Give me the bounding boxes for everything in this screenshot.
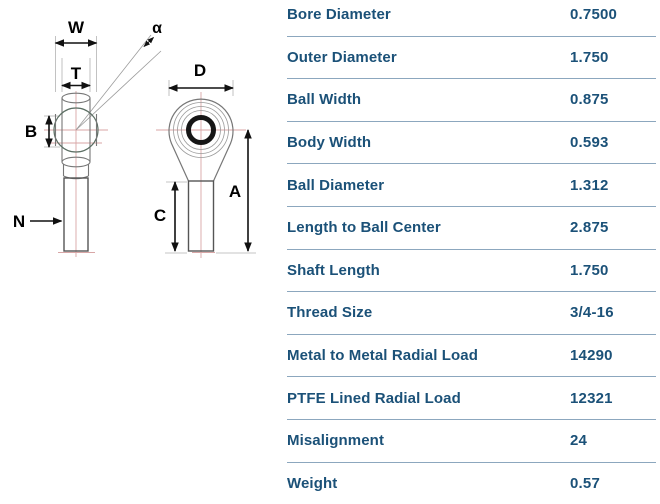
spec-label: Ball Diameter <box>287 176 385 194</box>
spec-row: Body Width 0.593 <box>287 122 656 165</box>
spec-value: 12321 <box>570 389 613 407</box>
spec-row: Ball Diameter 1.312 <box>287 164 656 207</box>
spec-value: 1.750 <box>570 48 609 66</box>
spec-value: 0.57 <box>570 474 600 492</box>
threaded-shaft-side <box>63 177 89 252</box>
dim-label-c: C <box>154 206 166 225</box>
spec-row: Bore Diameter 0.7500 <box>287 0 656 37</box>
spec-row: Misalignment 24 <box>287 420 656 463</box>
spec-row: Thread Size 3/4-16 <box>287 292 656 335</box>
spec-row: Ball Width 0.875 <box>287 79 656 122</box>
spec-value: 1.312 <box>570 176 609 194</box>
spec-label: Ball Width <box>287 91 362 109</box>
spec-label: Metal to Metal Radial Load <box>287 347 478 365</box>
spec-label: Bore Diameter <box>287 6 391 24</box>
dim-arrow-alpha <box>143 37 154 47</box>
spec-value: 0.7500 <box>570 6 618 24</box>
front-view-drawing <box>168 98 234 252</box>
spec-value: 0.875 <box>570 91 609 109</box>
spec-row: Outer Diameter 1.750 <box>287 37 656 80</box>
spec-value: 24 <box>570 432 588 450</box>
spec-label: Shaft Length <box>287 261 380 279</box>
dim-label-alpha: α <box>152 20 162 37</box>
spec-value: 0.593 <box>570 134 609 152</box>
threaded-shaft-front <box>187 180 215 252</box>
spec-value: 14290 <box>570 347 613 365</box>
misalignment-angle-lines <box>75 34 162 131</box>
ball-outline-side <box>53 107 99 153</box>
head-outline-front <box>168 98 234 182</box>
spec-label: Thread Size <box>287 304 373 322</box>
spec-value: 2.875 <box>570 219 609 237</box>
spec-row: Shaft Length 1.750 <box>287 250 656 293</box>
spec-row: Weight 0.57 <box>287 463 656 504</box>
spec-row: Metal to Metal Radial Load 14290 <box>287 335 656 378</box>
centerlines <box>44 91 246 258</box>
spec-table: Bore Diameter 0.7500 Outer Diameter 1.75… <box>287 0 656 504</box>
dim-label-w: W <box>68 18 85 37</box>
spec-label: Length to Ball Center <box>287 219 441 237</box>
dim-label-d: D <box>194 61 206 80</box>
spec-label: Weight <box>287 474 338 492</box>
spec-value: 1.750 <box>570 261 609 279</box>
spec-value: 3/4-16 <box>570 304 614 322</box>
spec-label: Outer Diameter <box>287 48 397 66</box>
spec-row: PTFE Lined Radial Load 12321 <box>287 377 656 420</box>
dim-label-t: T <box>71 64 82 83</box>
spec-label: Misalignment <box>287 432 385 450</box>
spec-label: PTFE Lined Radial Load <box>287 389 461 407</box>
dimension-arrows <box>30 37 252 252</box>
spec-label: Body Width <box>287 134 372 152</box>
bore-ring <box>186 115 216 145</box>
side-view-drawing <box>53 92 99 252</box>
spec-row: Length to Ball Center 2.875 <box>287 207 656 250</box>
rod-end-technical-drawing: W T B N α D A C <box>13 18 256 258</box>
dim-label-b: B <box>25 122 37 141</box>
dim-label-n: N <box>13 212 25 231</box>
dim-label-a: A <box>229 182 241 201</box>
